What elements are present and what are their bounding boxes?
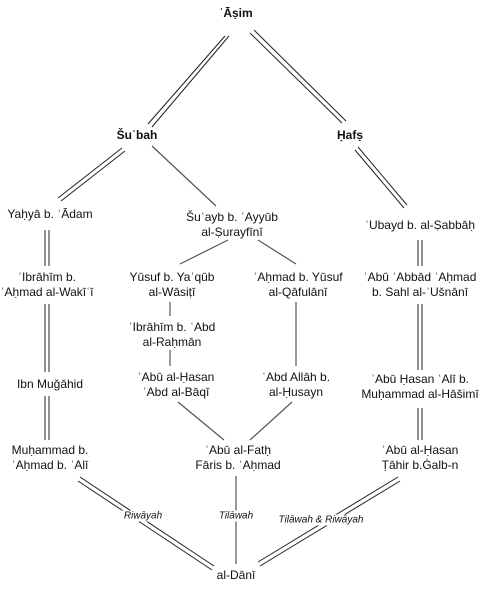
node-abdallah: ʿAbd Allāh b. al-Ḥusayn (262, 370, 330, 400)
node-dani: al-Dānī (217, 568, 256, 583)
node-shuayb-line1: Šuʿayb b. ʿAyyūb (186, 210, 278, 224)
node-yusuf-line2: al-Wāsiṭī (148, 285, 196, 299)
node-muhammad: Muḥammad b. ʾAḥmad b. ʿAlī (12, 443, 89, 473)
node-abualhasan1: ʾAbū al-Ḥasan ʿAbd al-Bāqī (138, 370, 215, 400)
node-ibnmujahid: Ibn Muǧāhid (17, 377, 83, 392)
edge-label-riwayah: Riwāyah (121, 510, 165, 522)
node-abuhasan-line2: Muḥammad al-Hāšimī (361, 387, 479, 401)
node-abuhasan: ʾAbū Ḥasan ʿAlī b. Muḥammad al-Hāšimī (361, 372, 478, 402)
node-abualhasan2: ʾAbū al-Ḥasan Ṭāhir b.Ġalb-n (382, 443, 459, 473)
node-abualhasan2-line2: Ṭāhir b.Ġalb-n (381, 458, 459, 472)
node-abuhasan-line1: ʾAbū Ḥasan ʿAlī b. (370, 372, 470, 386)
node-shuayb-line2: al-Ṣurayfīnī (201, 225, 263, 239)
node-hafs: Ḥafṣ (337, 128, 363, 143)
node-abualhasan1-line2: ʿAbd al-Bāqī (142, 385, 210, 399)
node-abualfath-line2: Fāris b. ʾAḥmad (195, 458, 281, 472)
node-ahmad: ʾAḥmad b. Yūsuf al-Qāfulānī (253, 270, 342, 300)
node-yusuf: Yūsuf b. Yaʿqūb al-Wāsiṭī (130, 270, 215, 300)
node-ahmad-line1: ʾAḥmad b. Yūsuf (253, 270, 343, 284)
node-asim: ʿĀṣim (219, 6, 252, 21)
edge-label-tilawah: Tilāwah (216, 510, 256, 522)
node-shuayb: Šuʿayb b. ʿAyyūb al-Ṣurayfīnī (186, 210, 278, 240)
node-abuabbad: ʾAbū ʿAbbād ʾAḥmad b. Sahl al-ʾUšnānī (364, 270, 477, 300)
node-ubayd: ʿUbayd b. al-Ṣabbāḥ (365, 218, 475, 233)
node-muhammad-line2: ʾAḥmad b. ʿAlī (11, 458, 89, 472)
node-abdallah-line2: al-Ḥusayn (268, 385, 324, 399)
node-shubah: Šuʿbah (117, 128, 158, 143)
node-muhammad-line1: Muḥammad b. (11, 443, 89, 457)
node-ibrahim2-line1: ʾIbrāhīm b. ʿAbd (128, 320, 216, 334)
node-ibrahim2: ʾIbrāhīm b. ʿAbd al-Raḥmān (129, 320, 216, 350)
node-abuabbad-line2: b. Sahl al-ʾUšnānī (371, 285, 469, 299)
node-abualfath-line1: ʾAbū al-Fatḥ (204, 443, 272, 457)
node-ubayd-label: ʿUbayd b. al-Ṣabbāḥ (364, 218, 476, 232)
node-abualhasan2-line1: ʾAbū al-Ḥasan (381, 443, 459, 457)
node-dani-label: al-Dānī (216, 568, 256, 582)
node-ibrahim1-line1: ʾIbrāhīm b. (17, 270, 77, 284)
double-edges (44, 29, 423, 571)
node-ahmad-line2: al-Qāfulānī (268, 285, 328, 299)
node-shubah-label: Šuʿbah (116, 128, 158, 142)
node-yusuf-line1: Yūsuf b. Yaʿqūb (129, 270, 215, 284)
node-ibrahim1-line2: ʾAḥmad al-Wakīʿī (0, 285, 94, 299)
node-yahya: Yaḥyā b. ʿĀdam (7, 207, 92, 222)
node-asim-label: ʿĀṣim (219, 6, 253, 20)
edge-label-tilawah-riwayah: Tilāwah & Riwāyah (276, 514, 366, 526)
node-hafs-label: Ḥafṣ (336, 128, 364, 142)
node-ibrahim1: ʾIbrāhīm b. ʾAḥmad al-Wakīʿī (1, 270, 94, 300)
node-abualhasan1-line1: ʾAbū al-Ḥasan (137, 370, 215, 384)
node-ibrahim2-line2: al-Raḥmān (142, 335, 202, 349)
node-ibnmujahid-label: Ibn Muǧāhid (16, 377, 84, 391)
node-yahya-label: Yaḥyā b. ʿĀdam (7, 207, 93, 221)
single-edges (151, 145, 297, 564)
node-abdallah-line1: ʿAbd Allāh b. (261, 370, 331, 384)
node-abuabbad-line1: ʾAbū ʿAbbād ʾAḥmad (363, 270, 477, 284)
node-abualfath: ʾAbū al-Fatḥ Fāris b. ʾAḥmad (195, 443, 280, 473)
